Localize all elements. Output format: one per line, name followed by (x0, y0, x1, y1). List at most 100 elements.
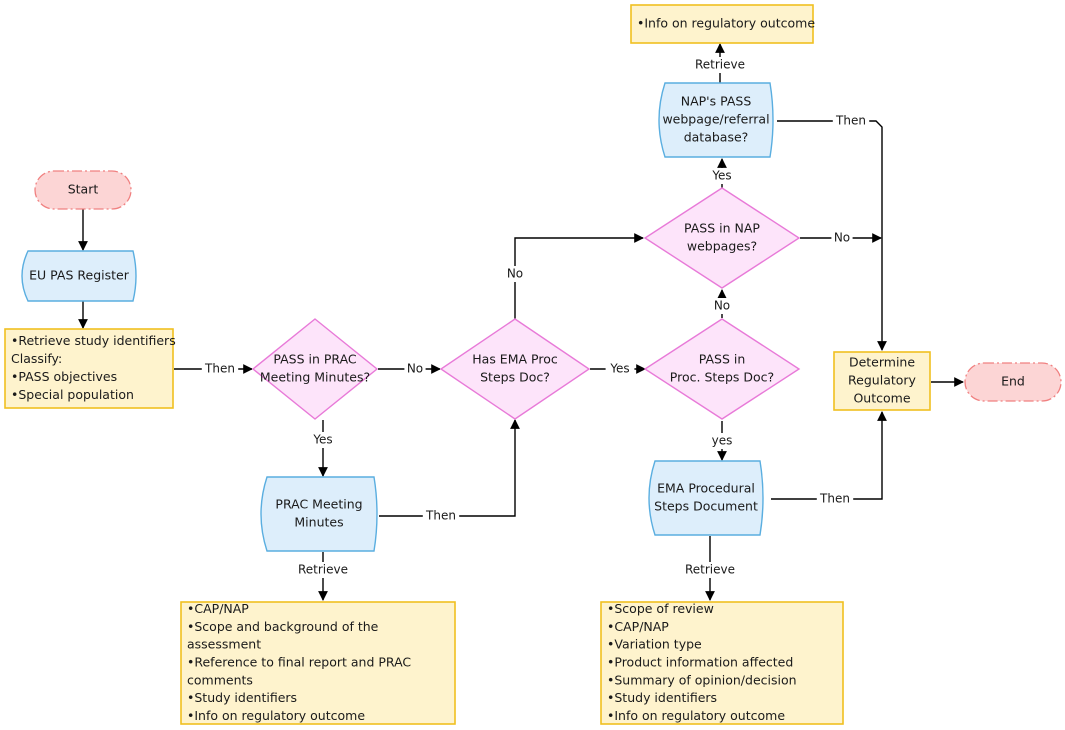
edge-hasema-to-passproc-label: Yes (605, 361, 635, 377)
pass_prac-decision-shape (251, 318, 379, 420)
info-top-text-line: •Info on regulatory outcome (637, 16, 815, 31)
pass-nap-text-line: webpages? (687, 239, 757, 254)
edge-label-background (816, 491, 854, 507)
nap-db-text-line: NAP's PASS (681, 94, 752, 109)
has-ema-text-line: Steps Doc? (480, 370, 550, 385)
ema-box-text-line: •Study identifiers (607, 690, 717, 705)
edge-hasema-to-passnap-label: No (504, 266, 526, 282)
pass-prac-text-line: Meeting Minutes? (260, 370, 370, 385)
info_top-box-shape (630, 4, 814, 44)
edge-label-background (711, 298, 733, 314)
edge-label-text: yes (712, 434, 733, 448)
start-node: Start (34, 170, 132, 210)
determine-text-line: Determine (849, 355, 915, 370)
edge-label-text: Then (835, 114, 866, 128)
retrieve-box-text-line: •Retrieve study identifiers (11, 333, 176, 348)
nap_db-document-shape (658, 82, 774, 158)
edge-passnap-to-napdb-label: Yes (707, 168, 737, 184)
nap-db-text-line: database? (684, 130, 749, 145)
ema-doc-text-line: Steps Document (654, 499, 758, 514)
edge-napdb-to-infotop-label: Retrieve (686, 57, 754, 73)
edge-label-text: Then (425, 509, 456, 523)
ema-box-text-line: •CAP/NAP (607, 619, 669, 634)
edge-label-background (504, 266, 526, 282)
has_ema-decision-shape (439, 318, 591, 420)
start-terminal-shape (34, 170, 132, 210)
prac_box-box-shape (180, 601, 456, 725)
edge-emadoc-to-determine (771, 411, 887, 500)
nap-db-text-line: webpage/referral (662, 112, 769, 127)
edge-passnap-to-determine-label: No (831, 230, 853, 246)
end-node: End (964, 362, 1062, 402)
edge-label-background (686, 57, 754, 73)
ema-box-text-line: •Scope of review (607, 601, 714, 616)
determine-text-line: Outcome (853, 391, 910, 406)
edge-label-background (832, 113, 870, 129)
edge-label-text: Retrieve (695, 58, 745, 72)
edge-label-background (289, 562, 357, 578)
prac_minutes-document-shape (260, 476, 378, 552)
prac-box-text-line: •Info on regulatory outcome (187, 708, 365, 723)
edge-pracmin-to-retrieve-label: Retrieve (289, 562, 357, 578)
pass-proc-text-line: PASS in (699, 352, 746, 367)
ema-box-text-line: •Summary of opinion/decision (607, 672, 797, 687)
prac-box-text-line: •Scope and background of the (187, 619, 379, 634)
edge-retrieve-to-passprac-label: Then (201, 361, 239, 377)
edge-label-background (707, 433, 737, 449)
ema-doc-text-line: EMA Procedural (657, 481, 755, 496)
prac-box-text-line: •Study identifiers (187, 690, 297, 705)
edge-label-text: Then (819, 492, 850, 506)
edge-label-text: Yes (609, 362, 629, 376)
edge-label-text: Retrieve (685, 563, 735, 577)
retrieve-box-text-line: •PASS objectives (11, 369, 117, 384)
pass-prac-text-line: PASS in PRAC (273, 352, 357, 367)
edge-label-background (676, 562, 744, 578)
pass-nap-node: PASS in NAP webpages? (643, 187, 801, 289)
edge-label-background (404, 361, 426, 377)
retrieve-box-text-line: •Special population (11, 387, 134, 402)
pass-nap-text-line: PASS in NAP (684, 221, 760, 236)
edge-passproc-to-emadoc-label: yes (707, 433, 737, 449)
edge-label-background (707, 168, 737, 184)
start-text-line: Start (68, 182, 99, 197)
ema-box-text-line: •Info on regulatory outcome (607, 708, 785, 723)
edge-napdb-to-determine (777, 120, 887, 351)
has-ema-text-line: Has EMA Proc (472, 352, 558, 367)
prac-box-text-line: comments (187, 672, 253, 687)
pass_proc-decision-shape (643, 318, 801, 420)
nap-db-node: NAP's PASS webpage/referral database? (658, 82, 774, 158)
edge-label-text: No (407, 362, 423, 376)
edge-pracmin-to-hasema-label: Then (422, 508, 460, 524)
edge-emadoc-to-determine-label: Then (816, 491, 854, 507)
eu-pas-node: EU PAS Register (21, 250, 137, 302)
prac-minutes-text-line: PRAC Meeting (275, 497, 362, 512)
edge-label-text: Then (204, 362, 235, 376)
eu_pas-document-shape (21, 250, 137, 302)
ema_box-box-shape (600, 601, 844, 725)
prac-box-node: •CAP/NAP•Scope and background of theasse… (180, 601, 456, 725)
ema-box-node: •Scope of review •CAP/NAP •Variation type •… (600, 601, 844, 725)
edge-passprac-to-pracmin-label: Yes (308, 432, 338, 448)
edge-napdb-to-determine-label: Then (832, 113, 870, 129)
edge-label-background (422, 508, 460, 524)
ema_doc-document-shape (648, 460, 764, 536)
prac-minutes-text-line: Minutes (294, 515, 343, 530)
edge-label-text: Yes (711, 169, 731, 183)
pass_nap-decision-shape (643, 187, 801, 289)
edge-label-background (308, 432, 338, 448)
determine-box-shape (833, 351, 931, 411)
edge-passproc-to-passnap-label: No (711, 298, 733, 314)
retrieve-box-text-line: Classify: (11, 351, 62, 366)
info-top-node: •Info on regulatory outcome (630, 4, 815, 44)
edge-label-text: Yes (312, 433, 332, 447)
edge-hasema-to-passnap (514, 233, 644, 319)
eu-pas-text-line: EU PAS Register (29, 268, 130, 283)
ema-box-text-line: •Variation type (607, 637, 702, 652)
